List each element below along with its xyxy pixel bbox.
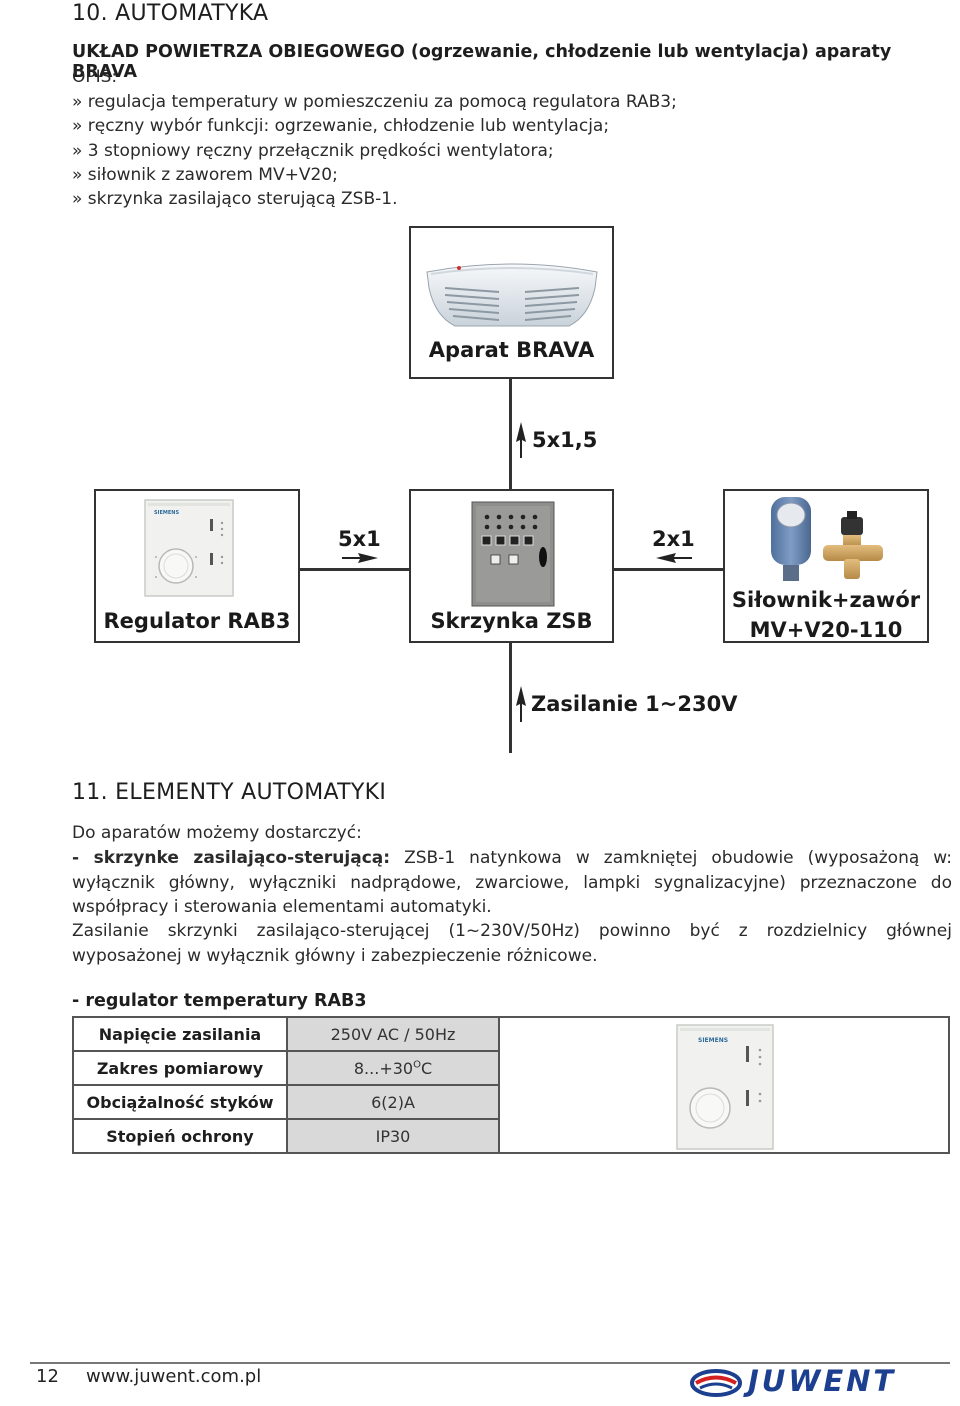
actuator-valve-image <box>771 497 883 581</box>
table-value: 8...+30OC <box>286 1050 500 1086</box>
section-10-subtitle: UKŁAD POWIETRZA OBIEGOWEGO (ogrzewanie, … <box>72 42 892 82</box>
silownik-label-line2: MV+V20-110 <box>749 618 903 642</box>
table-row: Zakres pomiarowy 8...+30OC <box>72 1050 949 1086</box>
table-value: 250V AC / 50Hz <box>286 1016 500 1052</box>
section-11-intro: Do aparatów możemy dostarczyć: <box>72 823 362 843</box>
arrow-up-icon <box>516 686 526 722</box>
arrow-right-icon <box>342 553 378 563</box>
section-11-heading: 11. ELEMENTY AUTOMATYKI <box>72 780 387 805</box>
logo-text: JUWENT <box>748 1364 897 1398</box>
wiring-diagram: Aparat BRAVA 5x1,5 SIEMENS Regulator RAB… <box>94 226 929 753</box>
power-label: Zasilanie 1~230V <box>531 692 738 716</box>
opis-label: OPIS: <box>72 67 118 87</box>
page-number: 12 <box>36 1366 59 1387</box>
table-value-number: 8...+30 <box>353 1058 414 1078</box>
table-row: Napięcie zasilania 250V AC / 50Hz <box>72 1016 950 1154</box>
table-value-unit: C <box>420 1058 433 1078</box>
brand-text: SIEMENS <box>698 1037 728 1044</box>
regulator-heading: - regulator temperatury RAB3 <box>72 991 367 1011</box>
table-key: Zakres pomiarowy <box>72 1050 288 1086</box>
table-value-sup: O <box>413 1059 421 1071</box>
arrow-up-icon <box>516 422 526 458</box>
cable-zsb-silownik <box>613 568 724 571</box>
logo-swirl-icon <box>690 1369 742 1397</box>
list-item: » siłownik z zaworem MV+V20; <box>72 165 338 185</box>
spec-table: Napięcie zasilania 250V AC / 50Hz Zakres… <box>72 1016 950 1154</box>
juwent-logo: JUWENT <box>690 1364 952 1402</box>
section-10-heading: 10. AUTOMATYKA <box>72 1 269 26</box>
table-row: Obciążalność styków 6(2)A <box>72 1084 949 1120</box>
brand-text: SIEMENS <box>154 510 179 516</box>
table-key: Stopień ochrony <box>72 1118 288 1154</box>
table-value: 6(2)A <box>286 1084 500 1120</box>
brava-unit-box: Aparat BRAVA <box>409 226 614 379</box>
brava-label: Aparat BRAVA <box>428 338 595 362</box>
wire-label-right: 2x1 <box>652 527 695 551</box>
cable-brava-zsb <box>509 378 512 490</box>
list-item: » regulacja temperatury w pomieszczeniu … <box>72 92 677 112</box>
power-paragraph: Zasilanie skrzynki zasilająco-sterującej… <box>72 921 952 966</box>
cable-rab3-zsb <box>299 568 410 571</box>
table-key: Obciążalność styków <box>72 1084 288 1120</box>
list-item: » ręczny wybór funkcji: ogrzewanie, chło… <box>72 116 610 136</box>
brava-unit-image <box>426 263 598 327</box>
skrzynka-image <box>471 501 555 607</box>
silownik-box: Siłownik+zawór MV+V20-110 <box>723 489 929 643</box>
wire-label-top: 5x1,5 <box>532 428 598 452</box>
table-row: Stopień ochrony IP30 <box>72 1118 949 1154</box>
skrzynka-box: Skrzynka ZSB <box>409 489 614 643</box>
table-key: Napięcie zasilania <box>72 1016 288 1052</box>
list-item: » skrzynka zasilająco sterującą ZSB-1. <box>72 189 398 209</box>
zsb-paragraph: - skrzynke zasilająco-sterującą: ZSB-1 n… <box>72 846 952 920</box>
zsb-paragraph-lead: - skrzynke zasilająco-sterującą: <box>72 848 391 868</box>
list-item: » 3 stopniowy ręczny przełącznik prędkoś… <box>72 141 554 161</box>
arrow-left-icon <box>656 553 692 563</box>
regulator-image: SIEMENS <box>144 499 234 597</box>
footer-url[interactable]: www.juwent.com.pl <box>86 1366 262 1387</box>
table-value: IP30 <box>286 1118 500 1154</box>
skrzynka-label: Skrzynka ZSB <box>430 609 593 633</box>
wire-label-left: 5x1 <box>338 527 381 551</box>
footer-divider <box>30 1362 950 1364</box>
cable-power <box>509 642 512 753</box>
zsb-paragraph-text: ZSB-1 natynkowa w zamkniętej obudowie (w… <box>72 848 952 917</box>
regulator-label: Regulator RAB3 <box>103 609 291 633</box>
regulator-box: SIEMENS Regulator RAB3 <box>94 489 300 643</box>
regulator-photo: SIEMENS <box>676 1024 774 1150</box>
silownik-label-line1: Siłownik+zawór <box>731 588 921 612</box>
